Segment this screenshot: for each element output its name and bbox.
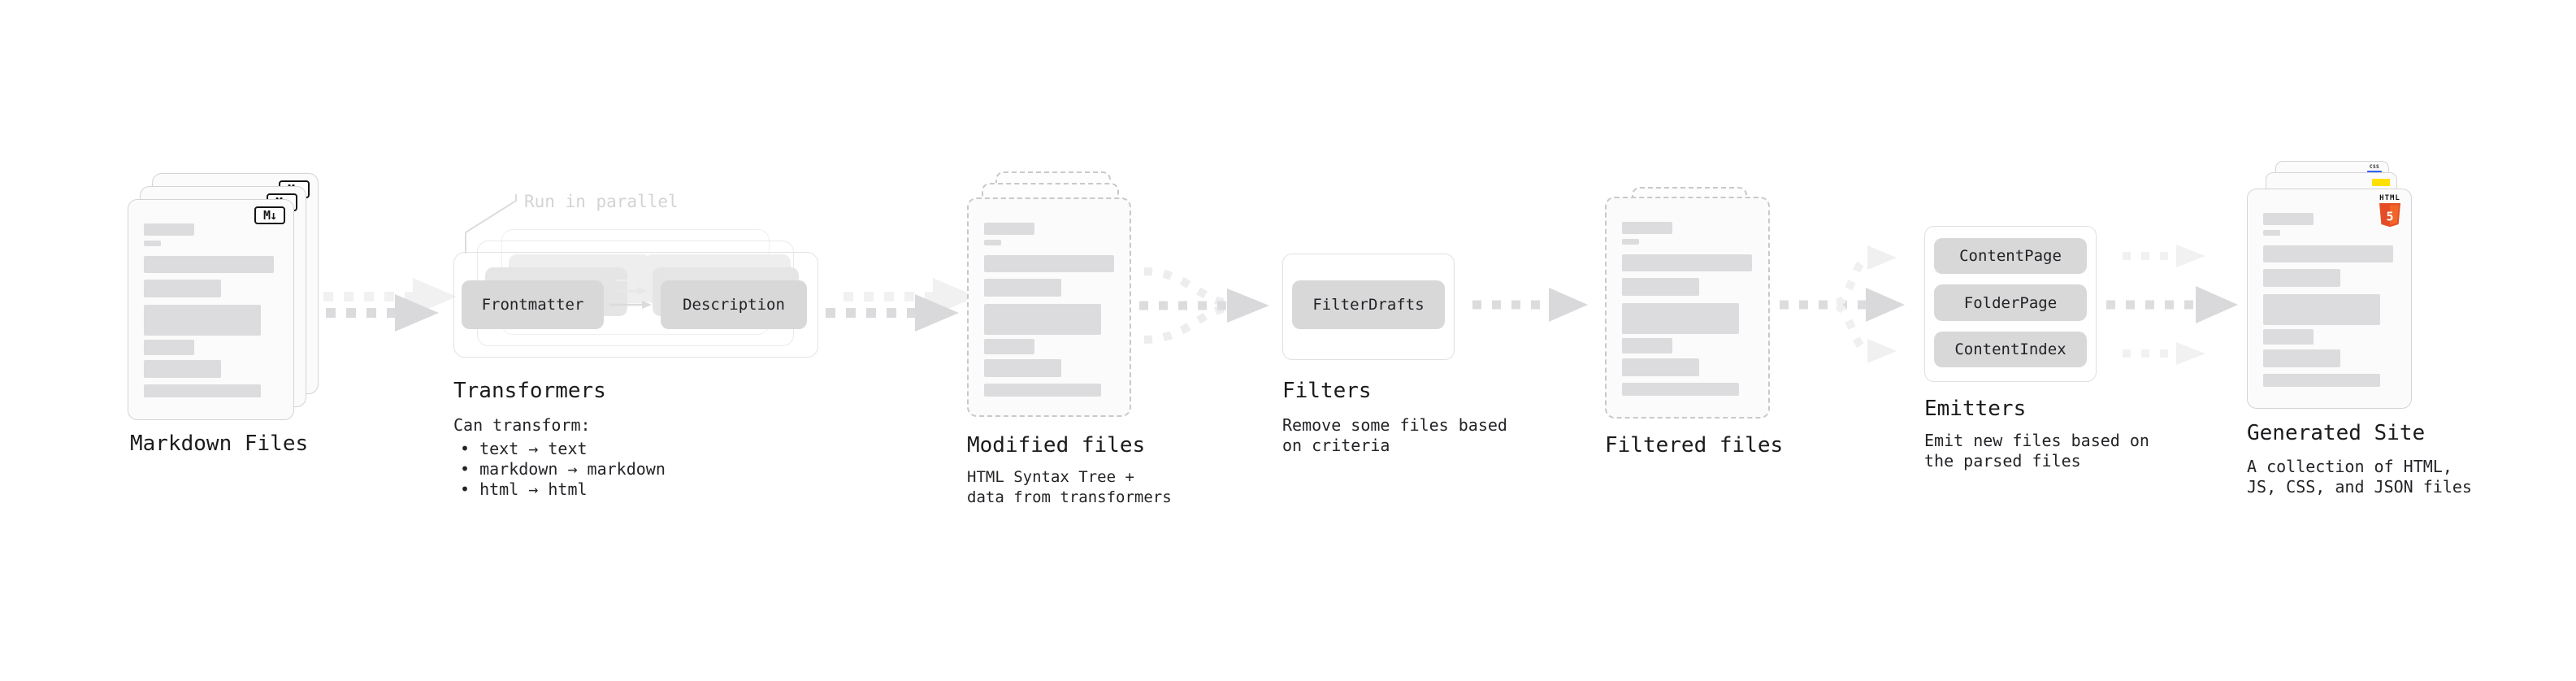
arrow-emitters-to-generated [2106, 245, 2238, 365]
css-icon-label: CSS [2369, 164, 2380, 170]
transformers-description-title: Can transform: [453, 415, 591, 435]
contentpage-emitter-pill: ContentPage [1934, 238, 2087, 274]
description-line: Remove some files based [1282, 415, 1507, 435]
emitters-label: Emitters [1924, 397, 2027, 421]
js-icon [2372, 179, 2390, 186]
html5-icon-five: 5 [2386, 210, 2393, 224]
filtered-file-front [1605, 197, 1770, 419]
filtered-files-label: Filtered files [1605, 433, 1784, 458]
css-icon-underline [2367, 171, 2382, 173]
bullet-markdown-to-markdown: • markdown → markdown [460, 459, 666, 479]
markdown-icon: M↓ [254, 206, 285, 224]
markdown-file-front: M↓ [128, 199, 294, 420]
run-in-parallel-annotation: Run in parallel [524, 192, 679, 211]
transformer-inner-arrows [609, 276, 652, 309]
file-content-placeholder [2263, 213, 2393, 387]
arrow-transformers-to-modified [826, 278, 977, 332]
arrow-markdown-to-transformers [306, 278, 457, 332]
frontmatter-transformer-pill: Frontmatter [462, 280, 604, 329]
description-transformer-pill: Description [661, 280, 807, 329]
contentindex-emitter-pill: ContentIndex [1934, 332, 2087, 367]
description-line: A collection of HTML, [2247, 457, 2452, 476]
description-line: the parsed files [1924, 451, 2081, 471]
generated-html-file: HTML 5 [2247, 189, 2412, 409]
bullet-html-to-html: • html → html [460, 479, 588, 499]
run-in-parallel-leader-line [465, 194, 517, 254]
transformers-label: Transformers [453, 379, 606, 403]
folderpage-emitter-pill: FolderPage [1934, 284, 2087, 321]
generated-site-description: A collection of HTML, JS, CSS, and JSON … [2247, 457, 2472, 497]
description-line: HTML Syntax Tree + [967, 468, 1134, 486]
file-content-placeholder [144, 223, 274, 397]
file-content-placeholder [984, 223, 1114, 397]
arrow-modified-to-filters-merge [1139, 267, 1269, 344]
filters-label: Filters [1282, 379, 1372, 403]
description-line: Emit new files based on [1924, 431, 2149, 450]
filters-description: Remove some files based on criteria [1282, 415, 1507, 456]
file-content-placeholder [1622, 222, 1752, 396]
generated-site-label: Generated Site [2247, 421, 2426, 445]
modified-files-description: HTML Syntax Tree + data from transformer… [967, 467, 1172, 508]
filterdrafts-pill: FilterDrafts [1292, 280, 1445, 329]
html5-icon-word: HTML [2379, 194, 2400, 202]
description-line: JS, CSS, and JSON files [2247, 477, 2472, 497]
arrow-filters-to-filtered [1472, 288, 1588, 322]
description-line: data from transformers [967, 488, 1172, 506]
description-line: on criteria [1282, 436, 1390, 455]
html5-icon: HTML 5 [2379, 194, 2401, 228]
modified-files-label: Modified files [967, 433, 1146, 458]
transformers-bullets: • text → text • markdown → markdown • ht… [460, 439, 666, 500]
emitters-description: Emit new files based on the parsed files [1924, 431, 2149, 471]
css-icon: CSS [2367, 165, 2382, 173]
arrow-filtered-to-emitters-diverge [1780, 245, 1905, 363]
modified-file-front [967, 197, 1131, 417]
markdown-files-label: Markdown Files [130, 432, 309, 456]
transformer-layer-front [453, 252, 818, 358]
bullet-text-to-text: • text → text [460, 439, 588, 458]
